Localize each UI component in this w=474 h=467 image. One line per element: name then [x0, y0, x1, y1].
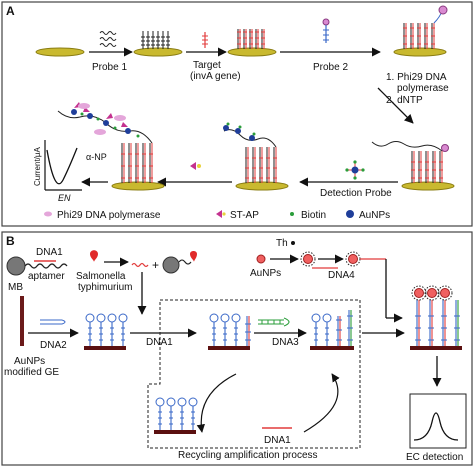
ge-label-2: modified GE [4, 367, 59, 378]
recycling-box [147, 299, 361, 449]
ge-electrode [20, 296, 24, 346]
dna4-aunp-complex [345, 251, 386, 267]
mb-bead-bound [162, 256, 180, 274]
dna3-rungs [261, 320, 281, 324]
rca-strands [371, 141, 443, 183]
dna1-top-label: DNA1 [36, 247, 63, 258]
electrode-bare [35, 47, 85, 57]
recycle-arrow-right [303, 373, 340, 433]
probe2-label: Probe 2 [313, 62, 348, 73]
th-aunp-complex [300, 251, 316, 267]
stap-icon [190, 162, 201, 170]
legend-stap: ST-AP [230, 210, 259, 221]
detection-np-chain [223, 122, 256, 141]
panel-a-frame [1, 1, 473, 227]
mb-bound-salmonella [190, 251, 197, 262]
step1b-label: polymerase [397, 83, 449, 94]
panel-b: B MB DNA1 aptamer Salmonella typhimurium… [1, 231, 473, 466]
probe1-helix [99, 31, 117, 47]
legend-a: Phi29 DNA polymerase ST-AP Biotin AuNPs [44, 210, 390, 221]
anp-label: α-NP [86, 152, 107, 162]
dna2-hairpin [40, 319, 66, 325]
released-dna1 [131, 262, 149, 268]
legend-phi29: Phi29 DNA polymerase [57, 210, 161, 221]
electrode-target [227, 47, 277, 57]
dna1-bottom-label: DNA1 [264, 435, 291, 446]
mb-bead [6, 256, 26, 276]
dna4-label: DNA4 [328, 270, 355, 281]
detection-probe-label: Detection Probe [320, 188, 392, 199]
aunp-bead [256, 254, 266, 264]
hairpin-electrode-1 [84, 313, 128, 350]
hairpin-electrode-3 [310, 310, 354, 350]
probe1-label: Probe 1 [92, 62, 127, 73]
plus-sign: + [152, 258, 159, 272]
mb-label: MB [8, 282, 23, 293]
mb-bound-aptamer [178, 259, 192, 265]
recycle-arrow-left [196, 373, 237, 433]
salmonella-icon [90, 250, 98, 262]
detection-probe-icon [345, 160, 365, 180]
electrode-network [111, 181, 165, 191]
th-icon [291, 241, 295, 245]
probe2-strands [403, 10, 443, 49]
recycling-label: Recycling amplification process [178, 450, 318, 461]
probe2-icon [322, 18, 330, 43]
electrode-probe1 [133, 47, 183, 57]
ec-peak [413, 412, 459, 441]
dna2-label: DNA2 [40, 340, 67, 351]
legend-aunps: AuNPs [359, 210, 390, 221]
ec-label: EC detection [406, 452, 463, 463]
panel-a: A Probe 1 Target (invA gene) Probe [1, 1, 473, 227]
aptamer-label: aptamer [28, 271, 65, 282]
salmonella-label-2: typhimurium [78, 282, 132, 293]
voltammogram-inset [44, 140, 82, 191]
target-helix-rungs [202, 35, 208, 45]
voltammogram-xlabel: EN [58, 193, 71, 203]
hairpin-electrode-4 [154, 397, 198, 434]
final-electrode [410, 285, 462, 350]
hairpin-electrode-2 [208, 313, 251, 350]
electrode-probe2 [393, 47, 447, 57]
aunps-b-label: AuNPs [250, 268, 281, 279]
probe2-bound-bead [438, 5, 448, 15]
step1-label: 1. Phi29 DNA [386, 72, 447, 83]
voltammogram-ylabel: Current/μA [33, 146, 42, 186]
th-label: Th [276, 238, 288, 249]
probe1-strands [141, 31, 170, 49]
ge-label-1: AuNPs [14, 356, 45, 367]
aptamer-strand [24, 263, 68, 269]
legend-biotin: Biotin [301, 210, 326, 221]
rca-bead [441, 144, 449, 152]
panel-a-letter: A [6, 4, 15, 18]
electrode-detection [235, 181, 289, 191]
hybrid-strands [237, 29, 265, 49]
electrode-rca [401, 181, 455, 191]
dna3-label: DNA3 [272, 337, 299, 348]
target-label-1: Target [193, 60, 221, 71]
step2-label: 2. dNTP [386, 95, 423, 106]
detection-strands [223, 129, 277, 183]
network-nodes [71, 102, 140, 138]
panel-b-letter: B [6, 234, 15, 248]
target-label-2: (invA gene) [190, 71, 241, 82]
salmonella-label-1: Salmonella [76, 271, 126, 282]
arrow-a4 [377, 87, 414, 124]
